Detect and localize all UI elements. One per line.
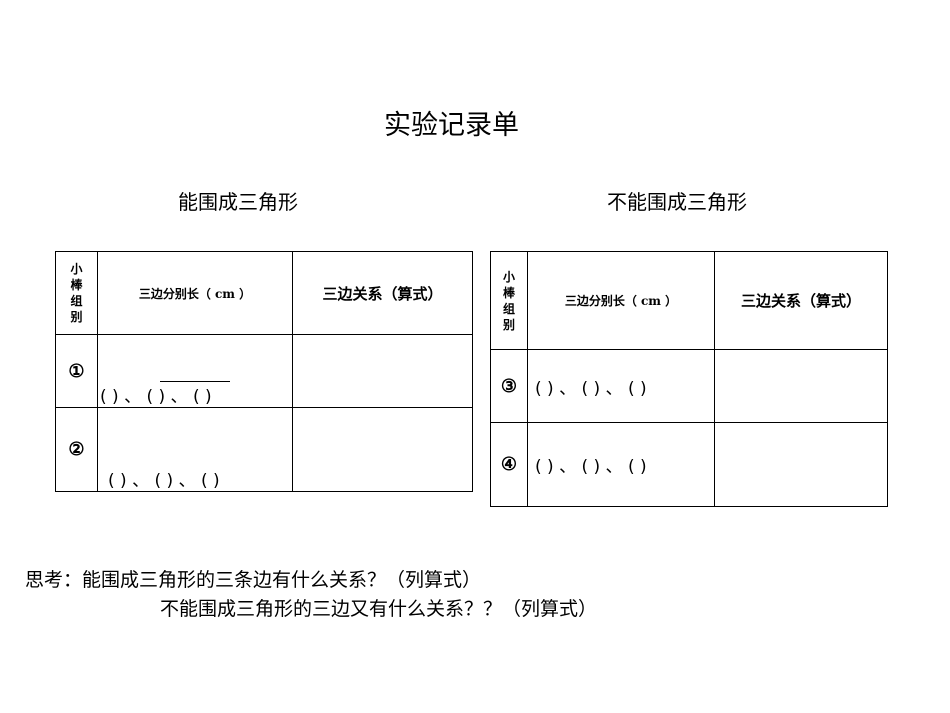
relation-cell[interactable] bbox=[292, 407, 473, 492]
group-header-char: 别 bbox=[70, 310, 83, 324]
group-header-char: 组 bbox=[70, 294, 83, 308]
table-header-row: 小 棒 组 别 三边分别长（ cm ） 三边关系（算式） bbox=[55, 251, 473, 335]
group-header-char: 棒 bbox=[70, 278, 83, 292]
right-table-heading: 不能围成三角形 bbox=[607, 190, 747, 214]
table-header-row: 小 棒 组 别 三边分别长（ cm ） 三边关系（算式） bbox=[490, 251, 888, 350]
sides-blanks: ( ) 、 ( ) 、 ( ) bbox=[535, 378, 647, 399]
relation-header-cell: 三边关系（算式） bbox=[292, 251, 473, 335]
group-header-char: 小 bbox=[70, 262, 83, 276]
relation-header-cell: 三边关系（算式） bbox=[714, 251, 888, 350]
sides-cell[interactable]: ( ) 、 ( ) 、 ( ) bbox=[97, 334, 293, 408]
left-table-heading: 能围成三角形 bbox=[178, 190, 298, 214]
underline-mark bbox=[160, 381, 230, 382]
group-number: ③ bbox=[490, 349, 528, 423]
sides-blanks: ( ) 、 ( ) 、 ( ) bbox=[100, 387, 212, 407]
think-question-2: 不能围成三角形的三边又有什么关系？？（列算式） bbox=[160, 598, 598, 620]
relation-cell[interactable] bbox=[714, 422, 888, 507]
left-record-table: 小 棒 组 别 三边分别长（ cm ） 三边关系（算式） ① ( ) 、 ( )… bbox=[55, 251, 473, 492]
group-header-char: 别 bbox=[502, 317, 515, 332]
table-row: ③ ( ) 、 ( ) 、 ( ) bbox=[490, 349, 888, 423]
sides-blanks: ( ) 、 ( ) 、 ( ) bbox=[535, 457, 647, 477]
group-number: ② bbox=[55, 407, 98, 492]
page-title: 实验记录单 bbox=[384, 110, 519, 141]
group-header-char: 组 bbox=[502, 301, 515, 316]
relation-cell[interactable] bbox=[292, 334, 473, 408]
relation-cell[interactable] bbox=[714, 349, 888, 423]
table-row: ① ( ) 、 ( ) 、 ( ) bbox=[55, 334, 473, 408]
sides-cell[interactable]: ( ) 、 ( ) 、 ( ) bbox=[527, 422, 715, 507]
group-header-char: 棒 bbox=[502, 285, 515, 300]
think-question-1: 思考：能围成三角形的三条边有什么关系？（列算式） bbox=[25, 569, 482, 591]
sides-header-cell: 三边分别长（ cm ） bbox=[527, 251, 715, 350]
group-header-char: 小 bbox=[502, 269, 515, 284]
right-record-table: 小 棒 组 别 三边分别长（ cm ） 三边关系（算式） ③ ( ) 、 ( )… bbox=[490, 251, 888, 507]
table-row: ② ( ) 、 ( ) 、 ( ) bbox=[55, 407, 473, 492]
sides-cell[interactable]: ( ) 、 ( ) 、 ( ) bbox=[527, 349, 715, 423]
group-header-cell: 小 棒 组 别 bbox=[490, 251, 528, 350]
sides-header-cell: 三边分别长（ cm ） bbox=[97, 251, 293, 335]
group-number: ① bbox=[55, 334, 98, 408]
group-number: ④ bbox=[490, 422, 528, 507]
sides-cell[interactable]: ( ) 、 ( ) 、 ( ) bbox=[97, 407, 293, 492]
group-header-cell: 小 棒 组 别 bbox=[55, 251, 98, 335]
table-row: ④ ( ) 、 ( ) 、 ( ) bbox=[490, 422, 888, 507]
sides-blanks: ( ) 、 ( ) 、 ( ) bbox=[108, 471, 220, 491]
